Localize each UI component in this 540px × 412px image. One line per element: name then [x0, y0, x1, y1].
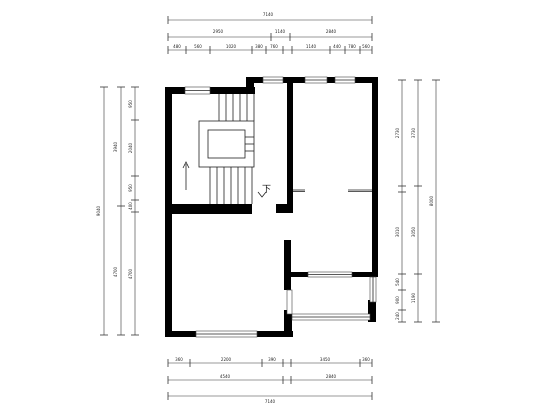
- left-dimensions: 9040 3940 4700 950 2040 950 400 4700: [96, 86, 139, 336]
- windows: [184, 76, 377, 338]
- right-dim-row3-3: 540: [395, 278, 400, 286]
- right-dim-row2-c: 1190: [411, 292, 416, 303]
- stair-down-label: 下: [262, 185, 271, 195]
- bottom-dim-row1-3: 390: [268, 357, 276, 362]
- right-dim-row2-b: 3050: [411, 226, 416, 237]
- left-dim-row3-1: 950: [128, 100, 133, 108]
- left-dim-row3-5: 4700: [128, 268, 133, 279]
- top-dim-row3-5: 760: [270, 44, 278, 49]
- top-dimensions: 7140 2950 1140 2840 480 560 1020 380 760…: [167, 12, 373, 54]
- bottom-dim-overall: 7140: [265, 399, 276, 404]
- left-dim-row3-3: 950: [128, 184, 133, 192]
- top-dim-row3-3: 1020: [226, 44, 237, 49]
- right-dim-row3-2: 3010: [395, 226, 400, 237]
- staircase: 下: [182, 94, 271, 204]
- right-dimensions: 2730 3010 540 900 240 3730 3050 1190 800…: [395, 79, 440, 323]
- top-dim-row2-c: 2840: [326, 29, 337, 34]
- bottom-dim-row2-a: 4540: [220, 374, 231, 379]
- top-dim-row2-b: 1140: [275, 29, 286, 34]
- left-dim-row3-4: 400: [128, 202, 133, 210]
- right-dim-row2-a: 3730: [411, 127, 416, 138]
- interior-details: [293, 189, 372, 192]
- top-dim-row3-7: 440: [333, 44, 341, 49]
- bottom-dim-row1-5: 360: [362, 357, 370, 362]
- top-dim-row3-2: 560: [194, 44, 202, 49]
- top-dim-row3-4: 380: [255, 44, 263, 49]
- right-dim-row3-4: 900: [395, 296, 400, 304]
- top-dim-row3-9: 560: [362, 44, 370, 49]
- top-dim-row3-8: 780: [348, 44, 356, 49]
- right-dim-row3-1: 2730: [395, 127, 400, 138]
- top-dim-row3-6: 1140: [306, 44, 317, 49]
- top-dim-row2-a: 2950: [213, 29, 224, 34]
- bottom-dimensions: 360 2200 390 3450 360 4540 2840 7140: [167, 357, 373, 404]
- bottom-dim-row1-4: 3450: [320, 357, 331, 362]
- left-dim-row2-a: 3940: [113, 141, 118, 152]
- right-dim-overall: 8000: [429, 195, 434, 206]
- left-dim-overall: 9040: [96, 205, 101, 216]
- walls: [165, 77, 378, 337]
- left-dim-row3-2: 2040: [128, 142, 133, 153]
- bottom-dim-row2-b: 2840: [326, 374, 337, 379]
- top-dim-row3-1: 480: [173, 44, 181, 49]
- bottom-dim-row1-1: 360: [175, 357, 183, 362]
- right-dim-row3-5: 240: [395, 312, 400, 320]
- left-dim-row2-b: 4700: [113, 266, 118, 277]
- top-dim-overall: 7140: [263, 12, 274, 17]
- bottom-dim-row1-2: 2200: [221, 357, 232, 362]
